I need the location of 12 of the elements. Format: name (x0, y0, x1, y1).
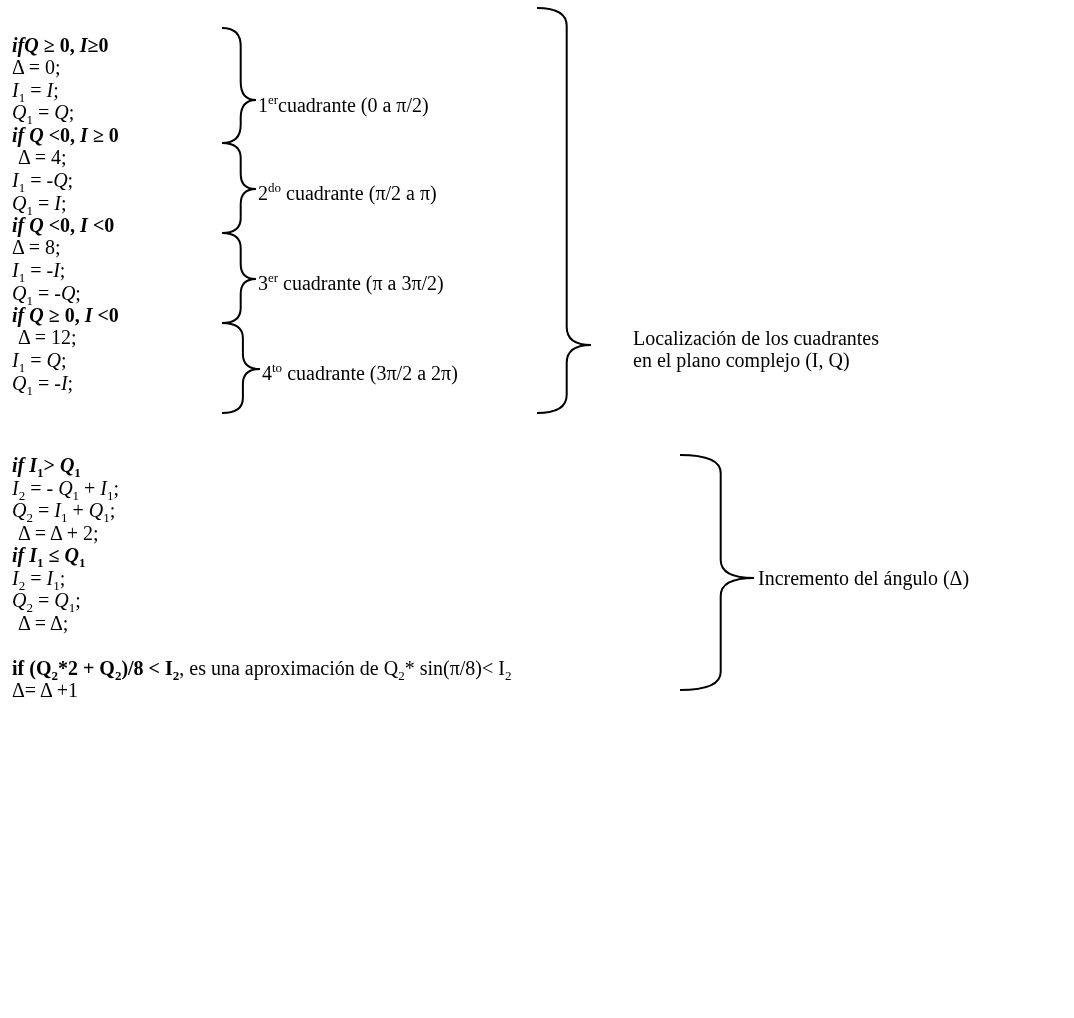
quadrant-label: 2$^{do}$ cuadrante (π/2 a π) (258, 179, 437, 204)
brace-label: Localización de los cuadrantes en el plano complejo (I, Q) (633, 327, 880, 371)
condition-text: ifQ ≥ 0, I≥0 (12, 34, 109, 56)
code-line: Δ = 0; (12, 56, 61, 78)
code-line: Δ = 12; (18, 326, 77, 348)
code-line: Δ = 8; (12, 236, 61, 258)
quadrant-label: 3$^{er}$ cuadrante (π a 3π/2) (258, 269, 444, 294)
brace-label: Incremento del ángulo (Δ) (758, 567, 970, 589)
condition-text: if Q <0, I ≥ 0 (12, 124, 119, 146)
quadrant-label: 4$^{to}$ cuadrante (3π/2 a 2π) (262, 359, 458, 384)
quadrant-label: 1$^{er}$cuadrante (0 a π/2) (258, 91, 429, 116)
code-line: Δ = 4; (18, 146, 67, 168)
